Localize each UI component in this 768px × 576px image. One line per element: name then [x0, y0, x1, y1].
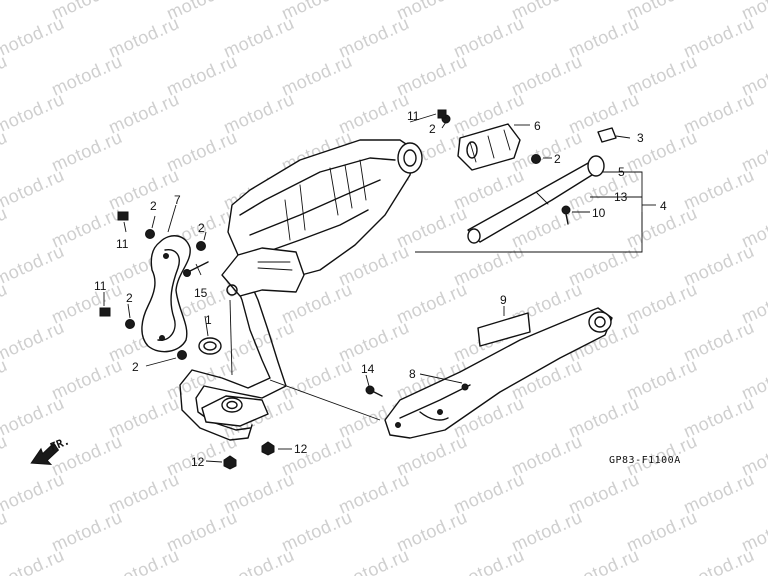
pipe-clamp [457, 123, 521, 171]
gasket [198, 337, 222, 355]
watermark-text: motod.ru [0, 203, 10, 252]
callout-12: 12 [294, 442, 308, 456]
exhaust-pipe [179, 281, 287, 441]
caution-label [477, 312, 531, 347]
watermark-text: motod.ru [565, 545, 642, 576]
callout-11: 11 [116, 237, 129, 251]
callout-2: 2 [150, 199, 157, 213]
callout-2: 2 [429, 122, 436, 136]
callout-11: 11 [94, 279, 107, 293]
watermark-text: motod.ru [0, 127, 10, 176]
direction-label: FR. [48, 434, 71, 453]
muffler [227, 139, 423, 279]
watermark-text: motod.ru [0, 393, 67, 442]
callout-2: 2 [132, 360, 139, 374]
callout-2: 2 [126, 291, 133, 305]
tail-pipe [467, 155, 605, 244]
watermark-text: motod.ru [0, 469, 67, 518]
callout-8: 8 [409, 367, 416, 381]
callout-4: 4 [660, 199, 667, 213]
callout-2: 2 [198, 221, 205, 235]
protector [384, 307, 613, 439]
heat-shield-clamp [141, 235, 191, 353]
callout-1: 1 [205, 313, 212, 327]
watermark-text: motod.ru [0, 0, 10, 24]
watermark-text: motod.ru [0, 279, 10, 328]
callout-14: 14 [361, 362, 375, 376]
callout-2: 2 [554, 152, 561, 166]
callout-10: 10 [592, 206, 606, 220]
watermark-text: motod.ru [0, 51, 10, 100]
callout-6: 6 [534, 119, 541, 133]
watermark-text: motod.ru [0, 545, 67, 576]
callout-11: 11 [407, 109, 420, 123]
watermark-text: motod.ru [105, 545, 182, 576]
callout-3: 3 [637, 131, 644, 145]
callout-numbers: 1 2 2 2 2 2 2 3 4 5 6 7 8 9 10 11 11 11 … [94, 109, 667, 469]
callout-5: 5 [618, 165, 625, 179]
watermark-text: motod.ru [220, 545, 297, 576]
watermark-text: motod.ru [0, 355, 10, 404]
callout-15: 15 [194, 286, 208, 300]
watermark-text: motod.ru [0, 431, 10, 480]
watermark-text: motod.ru [0, 89, 67, 138]
muffler-mount-bracket [221, 247, 305, 297]
callout-12: 12 [191, 455, 205, 469]
watermark-text: motod.ru [450, 545, 527, 576]
small-hardware [99, 109, 617, 470]
watermark-text: motod.ru [680, 545, 757, 576]
callout-13: 13 [614, 190, 628, 204]
watermark-text: motod.ru [335, 545, 412, 576]
watermark-text: motod.ru [0, 241, 67, 290]
diagram-code: GP83-F1100A [609, 455, 681, 466]
callout-9: 9 [500, 293, 507, 307]
callout-7: 7 [174, 193, 181, 207]
leader-lines [103, 113, 656, 463]
watermark-text: motod.ru [0, 13, 67, 62]
watermark-text: motod.ru [0, 317, 67, 366]
watermark-text: motod.ru [0, 507, 10, 556]
watermark-text: motod.ru [0, 165, 67, 214]
